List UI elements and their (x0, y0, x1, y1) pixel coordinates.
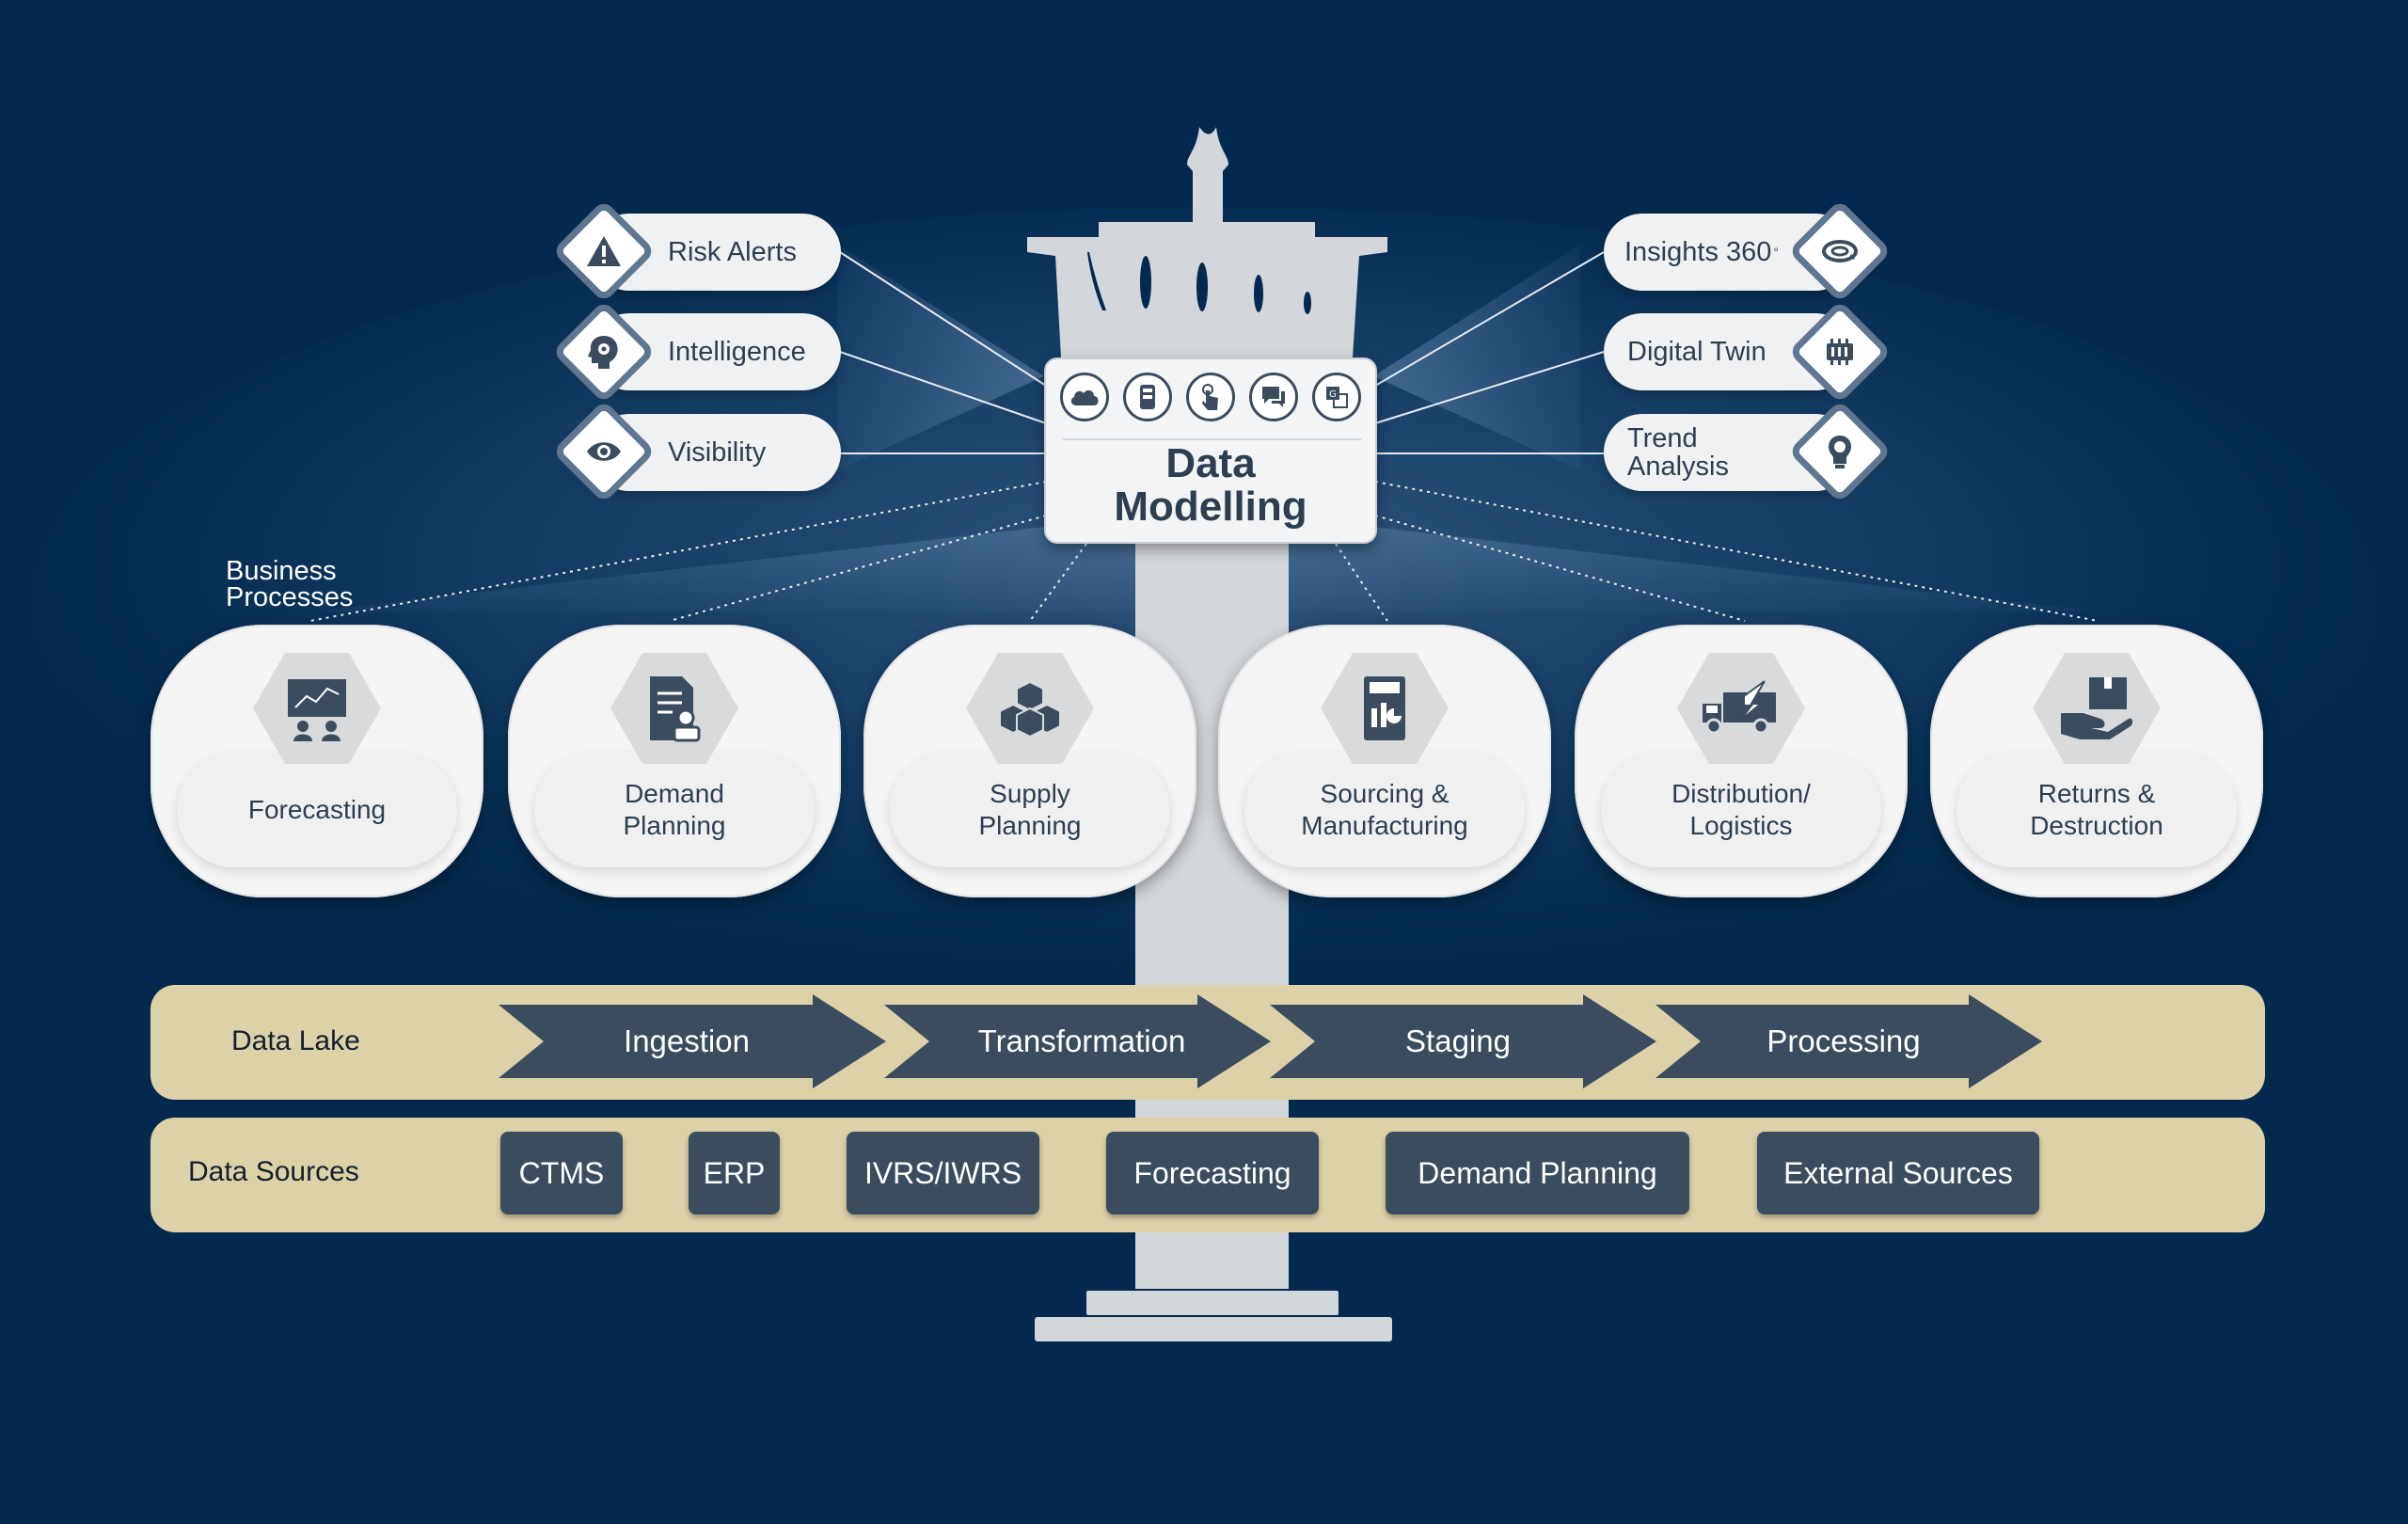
document-user-icon (607, 649, 742, 768)
feature-insights-360-label: Insights 360° (1624, 214, 1779, 291)
process-icon-hexagon (607, 649, 742, 768)
data-sources-label: Data Sources (188, 1156, 359, 1187)
svg-text:G: G (1329, 389, 1337, 400)
mobile-data-icon (1123, 373, 1172, 421)
source-ivrs-iwrs: IVRS/IWRS (847, 1132, 1039, 1214)
process-card: Returns & Destruction (1930, 625, 2263, 897)
feature-trend-analysis-label: Trend Analysis (1627, 414, 1729, 491)
data-lake-label: Data Lake (231, 1025, 360, 1056)
stage-staging: Staging (1405, 1024, 1511, 1058)
trend-line2: Analysis (1627, 452, 1729, 482)
boxes-icon (962, 649, 1098, 768)
insights-label-text: Insights 360 (1624, 237, 1772, 267)
cloud-icon (1060, 373, 1109, 421)
eye-icon (567, 415, 641, 488)
panel-title-line2: Modelling (1114, 484, 1307, 530)
process-icon-hexagon (962, 649, 1098, 768)
process-label: Demand Planning (623, 779, 726, 840)
left-light-ray (837, 245, 1044, 470)
process-label: Forecasting (247, 795, 387, 824)
process-icon-hexagon (249, 649, 385, 768)
tower-base-top (1086, 1291, 1339, 1315)
feature-visibility-label: Visibility (668, 437, 767, 468)
process-card: Sourcing & Manufacturing (1218, 625, 1551, 897)
process-icon-hexagon (2029, 649, 2164, 768)
translate-icon: G (1312, 373, 1361, 421)
process-label-pill: Distribution/ Logistics (1601, 753, 1881, 867)
tower-base-bottom (1035, 1317, 1392, 1341)
source-external-sources: External Sources (1757, 1132, 2039, 1214)
process-label: Distribution/ Logistics (1671, 779, 1811, 840)
right-light-ray (1373, 245, 1580, 470)
source-forecasting: Forecasting (1106, 1132, 1319, 1214)
source-ctms: CTMS (500, 1132, 623, 1214)
trend-line1: Trend (1627, 423, 1698, 453)
process-card: Forecasting (150, 625, 483, 897)
process-label-pill: Forecasting (177, 753, 457, 867)
delivery-truck-icon (1673, 649, 1809, 768)
feature-visibility: Visibility (591, 414, 841, 491)
process-label-pill: Supply Planning (890, 753, 1170, 867)
calculator-icon (1317, 649, 1452, 768)
business-processes-line2: Processes (226, 582, 354, 612)
source-demand-planning: Demand Planning (1386, 1132, 1689, 1214)
business-processes-line1: Business (226, 556, 337, 586)
feature-risk-alerts-label: Risk Alerts (668, 237, 797, 267)
presentation-icon (249, 649, 385, 768)
warning-icon (567, 214, 641, 288)
process-label-pill: Demand Planning (534, 753, 815, 867)
panel-title: Data Modelling (1046, 442, 1375, 529)
process-card: Supply Planning (863, 625, 1196, 897)
process-card: Demand Planning (508, 625, 841, 897)
lightbulb-head-icon (1803, 415, 1877, 488)
touch-icon (1186, 373, 1235, 421)
source-erp: ERP (689, 1132, 780, 1214)
insights-degree: ° (1773, 245, 1779, 260)
feature-digital-twin-label: Digital Twin (1627, 337, 1766, 367)
tower-spire (1187, 127, 1228, 222)
process-icon-hexagon (1673, 649, 1809, 768)
feature-intelligence-label: Intelligence (668, 337, 806, 367)
connector-intelligence (839, 351, 1047, 424)
brain-gear-icon (567, 315, 641, 389)
stage-processing: Processing (1766, 1024, 1921, 1058)
process-label: Sourcing & Manufacturing (1301, 779, 1468, 840)
tower-windows (1087, 252, 1311, 314)
process-label: Supply Planning (978, 779, 1082, 840)
panel-divider (1063, 438, 1362, 440)
process-dotted-connectors (309, 481, 2099, 622)
connector-risk-alerts (839, 251, 1047, 387)
process-label-pill: Sourcing & Manufacturing (1244, 753, 1525, 867)
process-card: Distribution/ Logistics (1575, 625, 1908, 897)
stage-ingestion: Ingestion (624, 1024, 750, 1058)
process-label: Returns & Destruction (2030, 779, 2163, 840)
chat-icon (1249, 373, 1298, 421)
hand-box-icon (2029, 649, 2164, 768)
connector-digital-twin (1374, 351, 1605, 424)
business-processes-heading: Business Processes (226, 558, 353, 611)
panel-title-line1: Data (1165, 440, 1256, 486)
process-icon-hexagon (1317, 649, 1452, 768)
connector-insights (1374, 251, 1605, 387)
pipeline-arrows (499, 994, 2042, 1088)
stage-transformation: Transformation (977, 1024, 1186, 1058)
rotate-360-icon (1803, 214, 1877, 288)
process-label-pill: Returns & Destruction (1956, 753, 2237, 867)
chip-icon (1803, 315, 1877, 389)
